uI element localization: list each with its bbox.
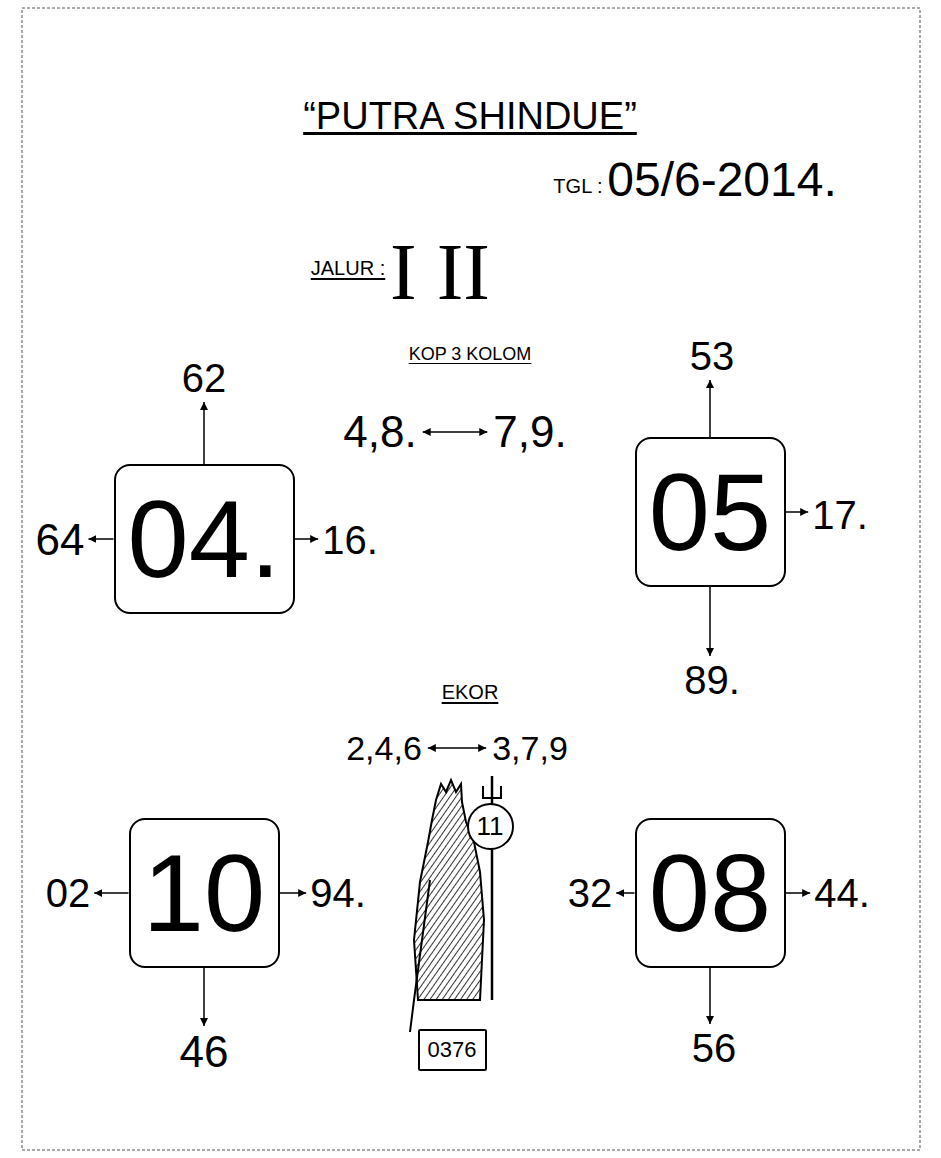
side-number: 62 xyxy=(182,358,227,398)
side-number: 64 xyxy=(36,518,85,562)
digit-group: 2,4,6 xyxy=(346,731,422,765)
node-number: 11 xyxy=(477,813,504,839)
digit-group: 3,7,9 xyxy=(492,731,568,765)
leader-arrow xyxy=(709,587,711,656)
line-caption: JALUR : xyxy=(311,258,385,278)
digit-pair: 4,8. xyxy=(343,410,416,454)
node-number: 0376 xyxy=(428,1039,477,1061)
date-value: 05/6-2014. xyxy=(607,156,837,204)
leader-arrow xyxy=(280,892,307,894)
pedestal-plaque: 0376 xyxy=(418,1029,487,1071)
side-number: 16. xyxy=(322,520,378,560)
node-number: 04. xyxy=(128,484,281,594)
side-number: 56 xyxy=(692,1028,737,1068)
side-number: 53 xyxy=(690,336,735,376)
side-number: 94. xyxy=(310,873,366,913)
date-caption: TGL : xyxy=(553,176,602,196)
number-box: 04. xyxy=(114,464,295,614)
leader-arrow xyxy=(786,511,809,513)
section-heading: KOP 3 KOLOM xyxy=(409,345,532,363)
side-number: 46 xyxy=(180,1030,229,1074)
leader-arrow xyxy=(709,968,711,1024)
side-number: 17. xyxy=(812,495,868,535)
leader-arrow xyxy=(94,892,128,894)
line-numeral: I II xyxy=(390,232,490,312)
sheet-title: “PUTRA SHINDUE” xyxy=(303,97,637,135)
side-number: 32 xyxy=(568,873,613,913)
node-number: 10 xyxy=(143,838,265,948)
digit-pair: 7,9. xyxy=(493,410,566,454)
number-box: 08 xyxy=(635,818,786,968)
number-box: 10 xyxy=(129,818,280,968)
leader-arrow xyxy=(616,892,634,894)
leader-arrow xyxy=(786,892,811,894)
node-number: 08 xyxy=(649,838,771,948)
side-number: 44. xyxy=(814,873,870,913)
leader-arrow xyxy=(203,968,205,1026)
leader-arrow xyxy=(709,380,711,437)
side-number: 02 xyxy=(46,873,91,913)
section-heading: EKOR xyxy=(442,682,499,702)
double-arrow xyxy=(428,747,486,749)
shield-circle: 11 xyxy=(467,803,514,850)
leader-arrow xyxy=(295,538,319,540)
node-number: 05 xyxy=(649,457,771,567)
leader-arrow xyxy=(88,538,113,540)
page-frame xyxy=(22,8,920,1150)
double-arrow xyxy=(423,431,488,433)
leader-arrow xyxy=(203,402,205,464)
side-number: 89. xyxy=(684,660,740,700)
number-box: 05 xyxy=(635,437,786,587)
